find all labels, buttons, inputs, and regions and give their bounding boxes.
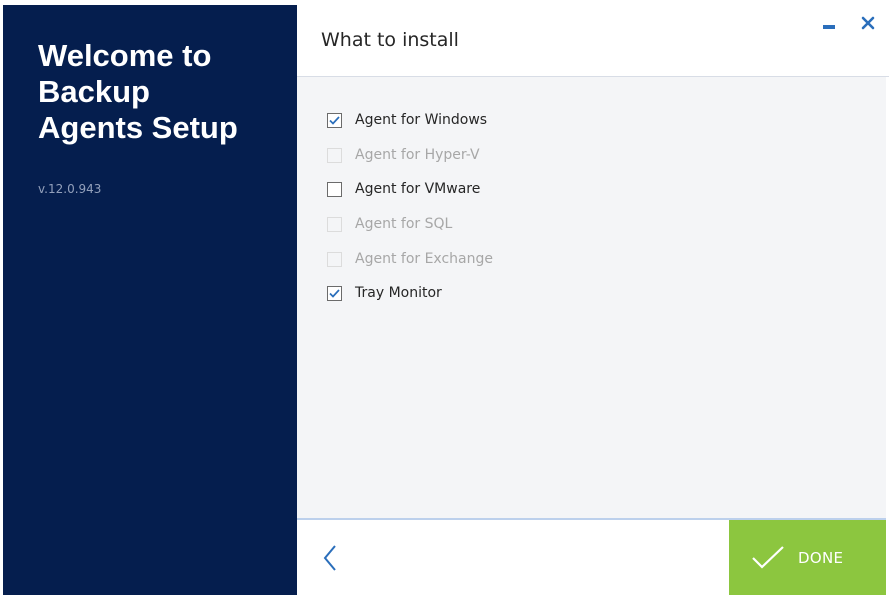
- close-icon: [861, 16, 875, 30]
- option-tray-monitor[interactable]: Tray Monitor: [327, 283, 442, 303]
- minimize-icon: [823, 25, 835, 29]
- checkbox[interactable]: [327, 216, 342, 232]
- option-agent-for-sql[interactable]: Agent for SQL: [327, 214, 452, 234]
- option-label: Agent for SQL: [355, 216, 453, 232]
- checkmark-icon: [329, 288, 340, 298]
- welcome-title: Welcome to Backup Agents Setup: [38, 38, 238, 145]
- option-label: Tray Monitor: [355, 285, 442, 301]
- option-label: Agent for Windows: [355, 112, 488, 128]
- option-agent-for-windows[interactable]: Agent for Windows: [327, 110, 487, 130]
- checkbox[interactable]: [327, 285, 342, 301]
- header: What to install: [297, 0, 889, 77]
- option-label: Agent for Hyper-V: [355, 147, 480, 163]
- checkbox[interactable]: [327, 181, 342, 197]
- page-title: What to install: [321, 29, 459, 51]
- version-label: v.12.0.943: [38, 182, 102, 196]
- close-button[interactable]: [857, 12, 879, 34]
- done-button[interactable]: DONE: [729, 520, 886, 595]
- checkmark-icon: [752, 545, 784, 569]
- option-agent-for-hyper-v[interactable]: Agent for Hyper-V: [327, 145, 480, 165]
- option-label: Agent for Exchange: [355, 251, 493, 267]
- option-agent-for-vmware[interactable]: Agent for VMware: [327, 179, 480, 199]
- minimize-button[interactable]: [818, 12, 840, 34]
- checkbox[interactable]: [327, 147, 342, 163]
- checkbox[interactable]: [327, 251, 342, 267]
- option-label: Agent for VMware: [355, 181, 481, 197]
- chevron-left-icon: [323, 545, 336, 571]
- components-list: Agent for Windows Agent for Hyper-V Agen…: [297, 77, 886, 520]
- checkmark-icon: [329, 115, 340, 125]
- done-label: DONE: [798, 548, 844, 567]
- footer: DONE: [297, 520, 889, 595]
- sidebar: Welcome to Backup Agents Setup v.12.0.94…: [3, 5, 297, 595]
- back-button[interactable]: [319, 543, 343, 573]
- checkbox[interactable]: [327, 112, 342, 128]
- option-agent-for-exchange[interactable]: Agent for Exchange: [327, 249, 493, 269]
